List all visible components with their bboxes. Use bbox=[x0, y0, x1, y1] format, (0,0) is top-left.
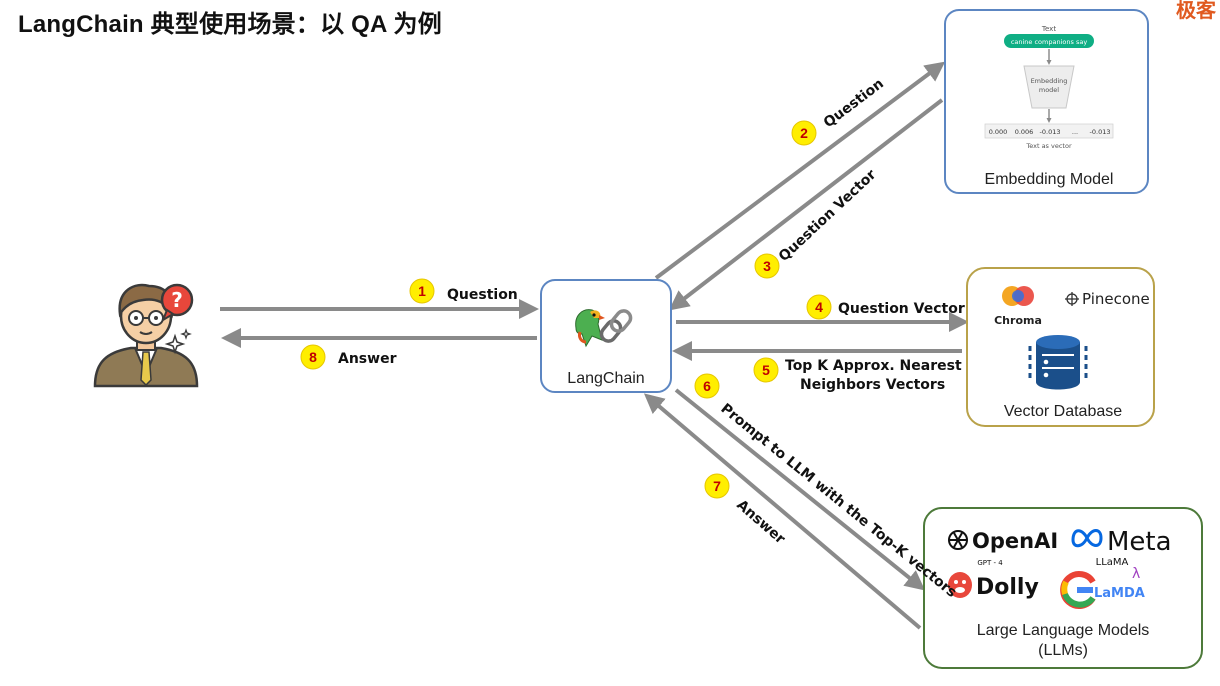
edge-label-7: Answer bbox=[733, 497, 788, 547]
svg-text:?: ? bbox=[171, 288, 183, 312]
langchain-label: LangChain bbox=[567, 370, 644, 387]
svg-text:1: 1 bbox=[418, 283, 426, 299]
langchain-node: LangChain bbox=[540, 279, 672, 393]
google-lamda-icon: λ bbox=[1060, 566, 1140, 609]
llm-node: OpenAI GPT - 4 Meta LLaMA Dolly λ LaMDA … bbox=[923, 507, 1203, 669]
llama-label: LLaMA bbox=[1096, 557, 1129, 568]
svg-text:6: 6 bbox=[703, 378, 711, 394]
vector-database-node: Chroma Pinecone Vector Database bbox=[966, 267, 1155, 427]
vector-cell: 0.000 bbox=[989, 128, 1008, 136]
pinecone-icon bbox=[1065, 292, 1079, 306]
llm-label-2: (LLMs) bbox=[1038, 642, 1088, 659]
embedding-vector-caption: Text as vector bbox=[1025, 142, 1072, 150]
meta-icon bbox=[1071, 529, 1103, 548]
pinecone-label: Pinecone bbox=[1082, 290, 1150, 308]
lamda-label: LaMDA bbox=[1094, 586, 1145, 601]
arrow-llms-to-langchain bbox=[643, 393, 922, 630]
step-badge-8: 8 bbox=[300, 344, 326, 370]
arrow-embedding-to-langchain bbox=[668, 98, 944, 311]
edge-label-5b: Neighbors Vectors bbox=[800, 377, 945, 393]
llm-label-1: Large Language Models bbox=[977, 622, 1150, 639]
svg-text:7: 7 bbox=[713, 478, 721, 494]
dolly-icon bbox=[948, 572, 972, 598]
edge-label-6: Prompt to LLM with the Top-K vectors bbox=[717, 401, 959, 601]
chroma-label: Chroma bbox=[994, 314, 1042, 327]
meta-label: Meta bbox=[1107, 527, 1172, 557]
step-badge-4: 4 bbox=[806, 294, 832, 320]
database-icon bbox=[1028, 335, 1088, 390]
edge-label-2: Question bbox=[821, 76, 887, 131]
embedding-vector-row: 0.000 0.006 -0.013 ... -0.013 bbox=[984, 123, 1114, 139]
embedding-text-pill bbox=[1004, 34, 1094, 48]
arrows bbox=[220, 61, 969, 630]
step-badge-6: 6 bbox=[694, 373, 720, 399]
arrow-langchain-to-llms bbox=[674, 388, 926, 591]
step-badge-7: 7 bbox=[704, 473, 730, 499]
step-badge-1: 1 bbox=[409, 278, 435, 304]
embedding-model-label-2: model bbox=[1039, 86, 1059, 94]
svg-text:λ: λ bbox=[1132, 566, 1140, 582]
embedding-model-label-1: Embedding bbox=[1031, 77, 1068, 85]
embedding-model-label: Embedding Model bbox=[985, 171, 1114, 188]
embedding-model-node: Text canine companions say Embedding mod… bbox=[944, 9, 1149, 194]
user-question-icon: ? bbox=[93, 283, 199, 388]
edge-label-1: Question bbox=[447, 287, 518, 303]
vector-cell: -0.013 bbox=[1090, 128, 1111, 136]
dolly-label: Dolly bbox=[976, 575, 1039, 600]
vector-cell: ... bbox=[1072, 128, 1078, 136]
edge-label-4: Question Vector bbox=[838, 301, 965, 317]
step-badge-5: 5 bbox=[753, 357, 779, 383]
step-badge-3: 3 bbox=[754, 253, 780, 279]
chroma-icon bbox=[1002, 286, 1034, 306]
vector-cell: 0.006 bbox=[1015, 128, 1034, 136]
vector-database-label: Vector Database bbox=[1004, 403, 1122, 420]
brand-logo: 极客 bbox=[1176, 0, 1216, 22]
embedding-text-caption: Text bbox=[1041, 25, 1056, 33]
gpt4-label: GPT - 4 bbox=[977, 559, 1003, 567]
svg-text:8: 8 bbox=[309, 349, 317, 365]
openai-icon bbox=[948, 530, 968, 550]
edge-label-5a: Top K Approx. Nearest bbox=[785, 358, 962, 374]
embedding-text-value: canine companions say bbox=[1011, 38, 1088, 46]
embedding-model-funnel bbox=[1023, 65, 1075, 109]
svg-text:4: 4 bbox=[815, 299, 823, 315]
svg-text:5: 5 bbox=[762, 362, 770, 378]
parrot-chain-icon bbox=[575, 309, 633, 348]
arrow-langchain-to-embedding bbox=[654, 61, 946, 280]
edge-label-8: Answer bbox=[338, 351, 397, 367]
page-title: LangChain 典型使用场景：以 QA 为例 bbox=[18, 11, 442, 38]
step-badge-2: 2 bbox=[791, 120, 817, 146]
svg-text:3: 3 bbox=[763, 258, 771, 274]
svg-text:2: 2 bbox=[800, 125, 808, 141]
openai-label: OpenAI bbox=[972, 529, 1058, 553]
vector-cell: -0.013 bbox=[1040, 128, 1061, 136]
